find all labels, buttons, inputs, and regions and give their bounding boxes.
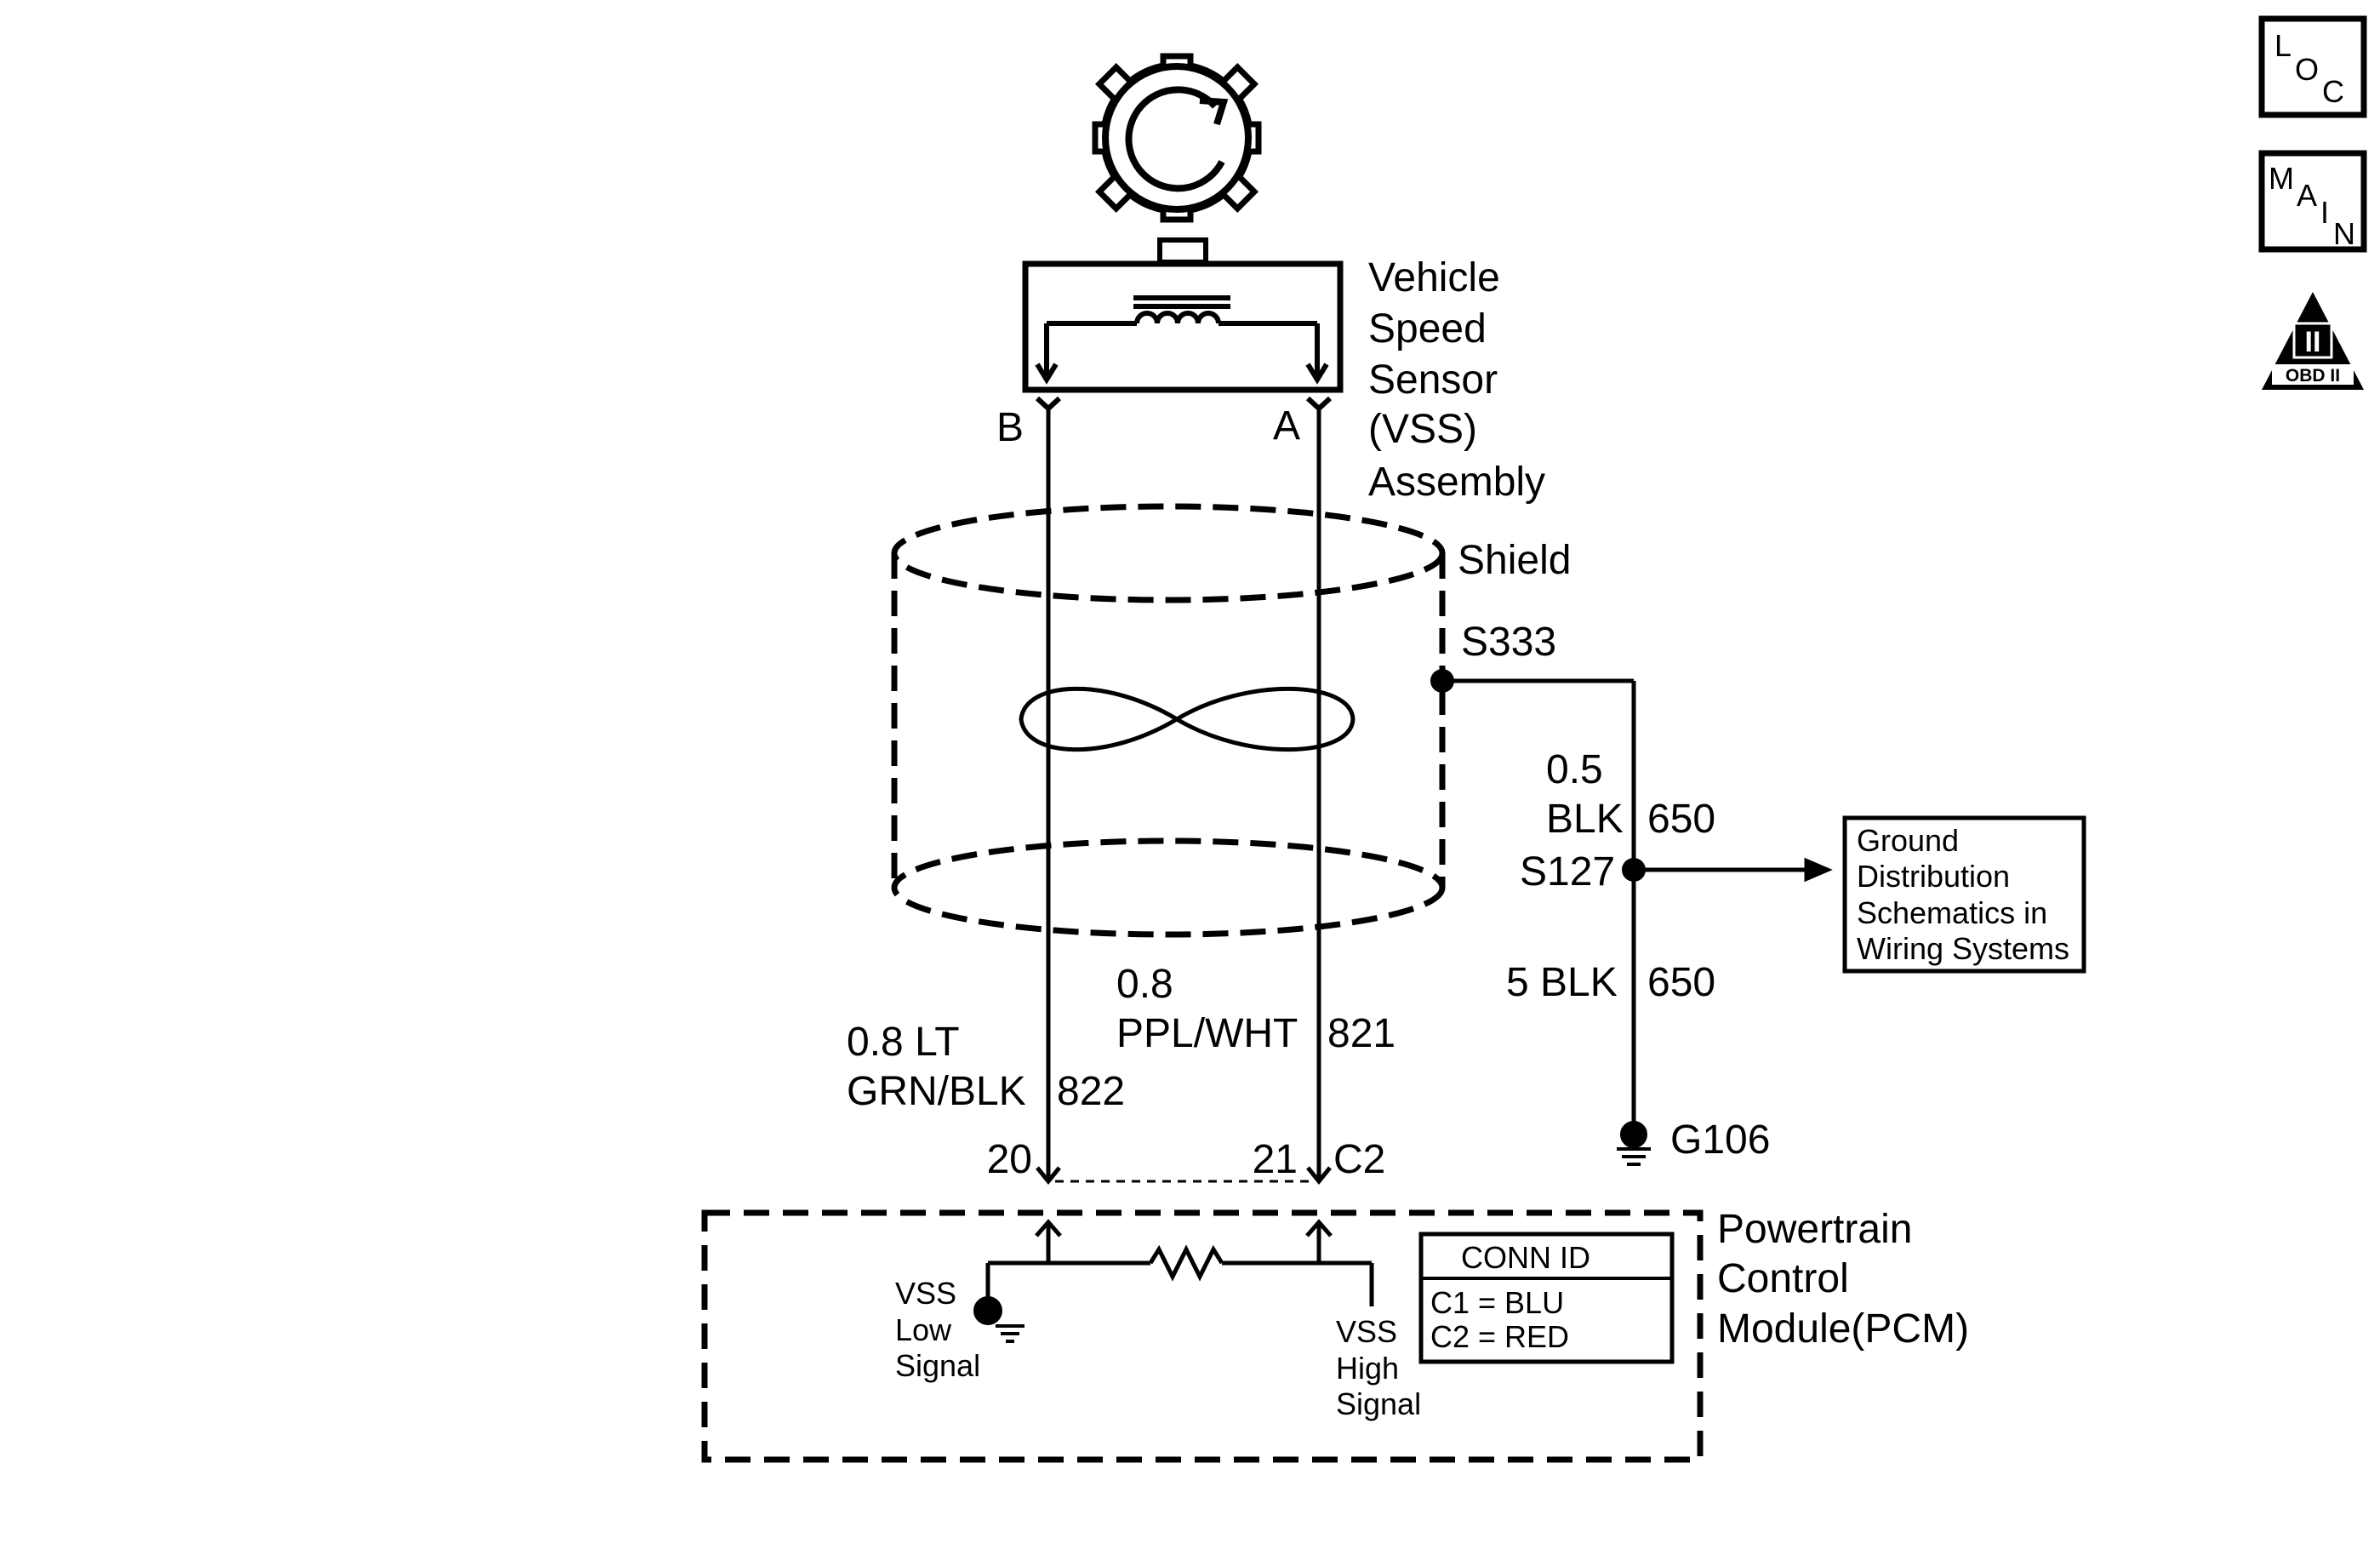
- ground-g106-icon: [1617, 1121, 1651, 1166]
- svg-text:A: A: [2297, 178, 2317, 213]
- sensor-pin-a-label: A: [1273, 403, 1300, 449]
- vss-low-signal-label: VSS Low Signal: [895, 1276, 980, 1383]
- sensor-title: Vehicle Speed Sensor (VSS) Assembly: [1368, 255, 1545, 505]
- reluctor-wheel-icon: [1092, 53, 1262, 223]
- conn-id-header: CONN ID: [1461, 1240, 1590, 1275]
- svg-text:Module(PCM): Module(PCM): [1717, 1306, 1969, 1352]
- svg-text:Signal: Signal: [1336, 1386, 1421, 1421]
- svg-text:GRN/BLK: GRN/BLK: [847, 1069, 1026, 1114]
- svg-text:VSS: VSS: [895, 1276, 956, 1311]
- splice-s333-dot: [1430, 669, 1454, 693]
- svg-text:Distribution: Distribution: [1857, 859, 2010, 894]
- svg-text:PPL/WHT: PPL/WHT: [1116, 1011, 1298, 1056]
- wire-low-labels: 0.8 LT GRN/BLK 822 20: [847, 1020, 1125, 1182]
- svg-text:650: 650: [1647, 797, 1715, 842]
- svg-text:L: L: [2274, 28, 2292, 63]
- pcm-input-circuit: [985, 1219, 1374, 1311]
- svg-text:21: 21: [1253, 1137, 1298, 1182]
- sensor-coil-icon: [1035, 295, 1329, 385]
- obd-caption: OBD II: [2286, 366, 2340, 386]
- svg-text:O: O: [2295, 52, 2319, 87]
- svg-text:Wiring Systems: Wiring Systems: [1857, 931, 2069, 966]
- splice-s127-label: S127: [1520, 849, 1615, 894]
- obd-ii-button[interactable]: II OBD II: [2262, 292, 2364, 390]
- conn-id-row: C1 = BLU: [1430, 1285, 1564, 1320]
- main-button[interactable]: M A I N: [2258, 150, 2367, 253]
- sensor-pin-b-label: B: [996, 405, 1024, 450]
- ground-wire-lower-labels: 5 BLK 650: [1506, 960, 1715, 1005]
- conn-id-row: C2 = RED: [1430, 1319, 1569, 1354]
- vss-sensor-body: [1022, 237, 1344, 413]
- svg-text:0.8: 0.8: [1116, 962, 1173, 1007]
- svg-text:Vehicle: Vehicle: [1368, 255, 1500, 300]
- svg-text:C2: C2: [1333, 1137, 1385, 1182]
- pcm-title: Powertrain Control Module(PCM): [1717, 1207, 1969, 1352]
- svg-text:0.5: 0.5: [1546, 747, 1603, 792]
- svg-text:Powertrain: Powertrain: [1717, 1207, 1912, 1252]
- svg-text:821: 821: [1327, 1011, 1395, 1056]
- svg-text:Low: Low: [895, 1312, 952, 1347]
- svg-text:BLK: BLK: [1546, 797, 1624, 842]
- svg-text:Signal: Signal: [895, 1348, 980, 1383]
- svg-text:5 BLK: 5 BLK: [1506, 960, 1618, 1005]
- svg-text:C: C: [2322, 74, 2344, 109]
- svg-text:650: 650: [1647, 960, 1715, 1005]
- pcm-ground-icon: [973, 1296, 1024, 1343]
- svg-text:Assembly: Assembly: [1368, 460, 1545, 505]
- twisted-pair-symbol: [1019, 686, 1356, 752]
- svg-text:Speed: Speed: [1368, 306, 1487, 351]
- vss-high-signal-label: VSS High Signal: [1336, 1314, 1421, 1421]
- svg-text:0.8 LT: 0.8 LT: [847, 1020, 960, 1065]
- ground-circuit: [1442, 678, 1806, 1134]
- splice-s333-label: S333: [1461, 620, 1556, 665]
- shield-label: Shield: [1458, 538, 1571, 583]
- wire-high-labels: 0.8 PPL/WHT 821 21 C2: [1116, 962, 1395, 1182]
- svg-text:M: M: [2269, 161, 2294, 196]
- svg-text:VSS: VSS: [1336, 1314, 1397, 1349]
- ground-g106-label: G106: [1670, 1117, 1770, 1163]
- obd-numeral: II: [2305, 326, 2321, 358]
- reference-arrow-icon: [1804, 857, 1833, 883]
- svg-text:(VSS): (VSS): [1368, 407, 1477, 452]
- shield-cylinder: [891, 503, 1446, 938]
- svg-text:822: 822: [1057, 1069, 1125, 1114]
- ground-distribution-ref-box[interactable]: Ground Distribution Schematics in Wiring…: [1842, 815, 2086, 974]
- conn-id-table: CONN ID C1 = BLU C2 = RED: [1418, 1232, 1675, 1364]
- pcm-boundary: [701, 1209, 1704, 1463]
- svg-text:Ground: Ground: [1857, 823, 1959, 858]
- svg-text:I: I: [2320, 195, 2329, 230]
- svg-text:20: 20: [987, 1137, 1032, 1182]
- svg-text:Control: Control: [1717, 1256, 1849, 1301]
- svg-text:Sensor: Sensor: [1368, 357, 1498, 403]
- ground-wire-upper-labels: 0.5 BLK 650: [1546, 747, 1715, 842]
- loc-button[interactable]: L O C: [2258, 15, 2367, 118]
- svg-text:High: High: [1336, 1351, 1399, 1386]
- svg-text:Schematics in: Schematics in: [1857, 895, 2047, 930]
- splice-s127-dot: [1622, 858, 1646, 882]
- svg-text:N: N: [2333, 216, 2355, 251]
